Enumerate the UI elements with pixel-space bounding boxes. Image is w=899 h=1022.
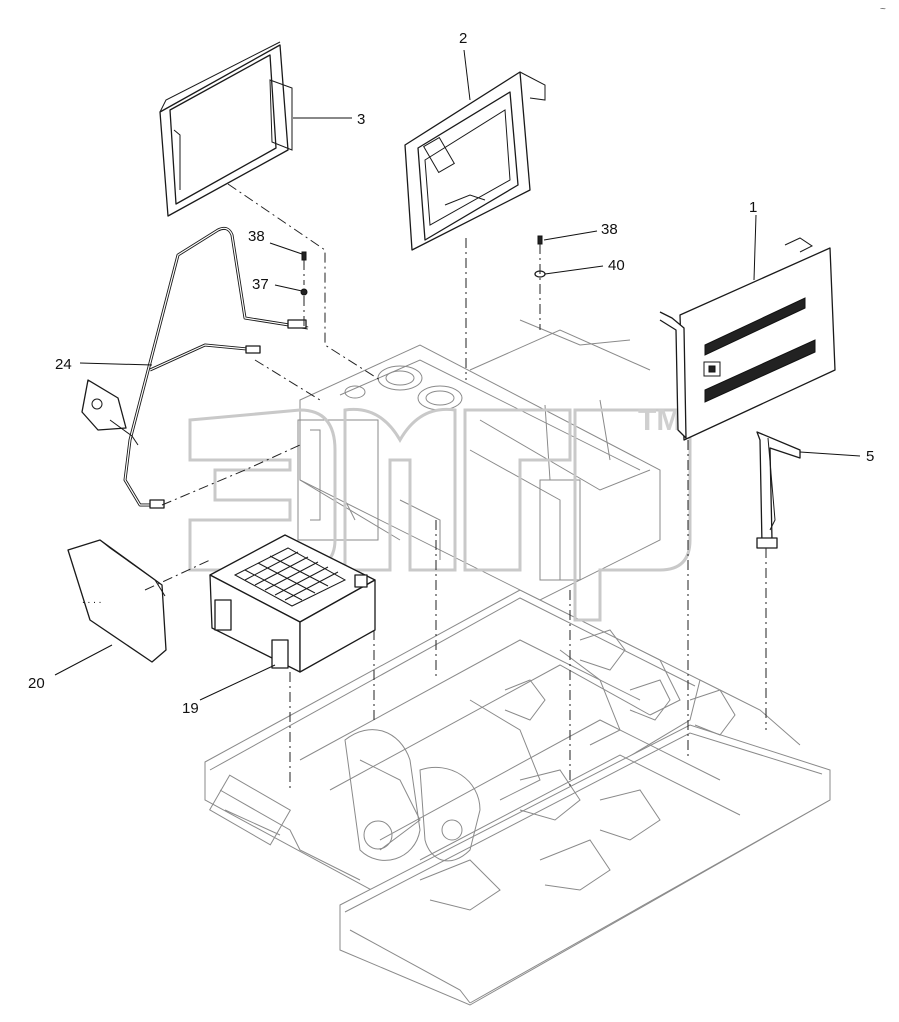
callouts: 1 2 3 5 19 20 24 37 38 38 40 [28, 30, 874, 717]
part-1-grill-panel [659, 237, 836, 441]
svg-text:. . . .: . . . . [82, 595, 101, 606]
upper-structure [297, 319, 661, 601]
callout-5: 5 [866, 448, 874, 465]
trademark-mark: TM [638, 404, 681, 437]
part-5-bracket [756, 431, 801, 549]
part-24-handrail [81, 226, 309, 509]
assembly-lines [144, 183, 767, 790]
callout-40: 40 [608, 257, 625, 274]
callout-3: 3 [357, 111, 365, 128]
callout-37: 37 [252, 276, 269, 293]
part-2-door-panel [404, 71, 546, 251]
callout-38-left: 38 [248, 228, 265, 245]
part-3-side-cover [159, 41, 293, 217]
callout-38-right: 38 [601, 221, 618, 238]
washer-37 [300, 288, 308, 296]
callout-20: 20 [28, 675, 45, 692]
part-20-side-cover: . . . . [67, 539, 167, 663]
callout-19: 19 [182, 700, 199, 717]
watermark: TM [188, 404, 692, 622]
chassis-frame [204, 589, 831, 1006]
leader-lines [54, 49, 861, 701]
callout-2: 2 [459, 30, 467, 47]
vent-grid [233, 547, 347, 607]
callout-1: 1 [749, 199, 757, 216]
corner-mark: ~ [880, 4, 886, 15]
bolt-38-left [301, 251, 307, 261]
part-19-battery-box [209, 534, 376, 673]
bolt-38-right [537, 235, 543, 245]
callout-24: 24 [55, 356, 72, 373]
